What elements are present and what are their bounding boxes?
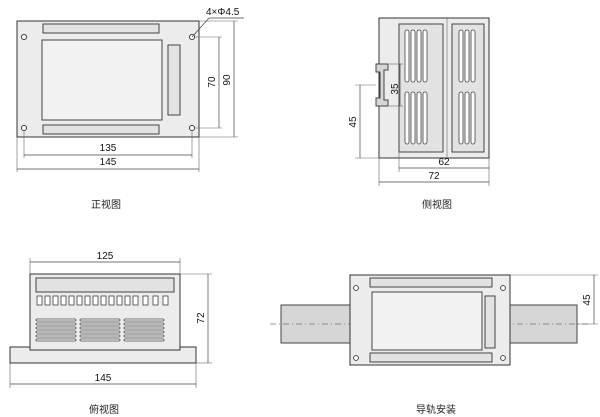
terminal [142,295,149,306]
vent-slot [79,338,121,342]
terminal [124,295,131,306]
din-rail-profile [375,63,389,107]
side-view-dim-35: 35 [390,83,401,95]
front-view-side-window [167,44,181,116]
front-view-dim-135: 135 [100,143,117,154]
vent-slot [458,29,464,83]
vent-slot [79,330,121,334]
front-view-dim-145: 145 [100,157,117,168]
vent-slot [410,29,416,83]
vent-slots [404,29,476,145]
vent-slot [123,334,165,338]
mounting-hole [20,33,28,41]
side-view: 35 45 62 72 [348,17,490,186]
side-view-dim-72: 72 [428,171,440,182]
mounting-hole [20,124,28,132]
vent-slot [123,330,165,334]
vent-slot [79,322,121,326]
vent-slot [416,29,422,83]
vent-slot [123,326,165,330]
caption-front-view: 正视图 [91,200,121,211]
top-view-dim-145: 145 [95,373,112,384]
vent-slot [464,29,470,83]
rail-view-top-band [369,277,493,288]
rail-view-bottom-band [369,352,493,363]
front-view-panel [41,39,163,121]
vent-slot [79,334,121,338]
terminal [68,295,75,306]
vent-slot [123,322,165,326]
terminal [60,295,67,306]
vent-slots [35,318,165,342]
vent-slot [123,338,165,342]
vent-slot [35,326,77,330]
vent-slot [464,91,470,145]
vent-slot [422,29,428,83]
vent-slot [123,318,165,322]
terminal-block [36,295,169,306]
front-view-top-band [42,23,160,34]
side-view-dim-62: 62 [438,157,450,168]
front-view-bottom-band [42,124,160,135]
terminal [152,295,159,306]
hole-note: 4×Φ4.5 [206,7,240,18]
vent-slot [416,91,422,145]
terminal [108,295,115,306]
mounting-hole [188,124,196,132]
mounting-hole [353,355,359,361]
terminal [100,295,107,306]
caption-rail-mount-view: 导轨安装 [416,405,456,416]
caption-side-view: 侧视图 [422,200,452,211]
front-view-dim-90: 90 [222,74,233,86]
vent-slot [458,91,464,145]
top-view-upper-band [35,277,175,293]
vent-slot [79,326,121,330]
vent-slot [470,29,476,83]
terminal [52,295,59,306]
vent-slot [35,330,77,334]
terminal [92,295,99,306]
terminal [162,295,169,306]
vent-slot [404,91,410,145]
terminal [84,295,91,306]
vent-slot [35,322,77,326]
front-view-dim-70: 70 [207,76,218,88]
mounting-hole [353,285,359,291]
rail-view-side-window [484,295,496,349]
terminal [36,295,43,306]
vent-slot [35,334,77,338]
vent-slot [410,91,416,145]
vent-slot [79,318,121,322]
vent-slot [422,91,428,145]
side-view-dim-45: 45 [348,116,359,128]
front-view: 135 145 70 90 4×Φ4.5 [16,7,244,172]
mounting-hole [500,355,506,361]
top-view-dim-72: 72 [196,312,207,324]
mounting-hole [500,285,506,291]
terminal [132,295,139,306]
rail-view-panel [371,291,483,351]
vent-slot [35,318,77,322]
hole-leader-line [191,17,210,38]
vent-slot [35,338,77,342]
rail-view-dim-45: 45 [582,294,593,306]
top-view: 125 145 72 [9,251,212,388]
caption-top-view: 俯视图 [89,405,119,416]
rail-mount-view: 45 [270,274,598,366]
terminal [44,295,51,306]
terminal [76,295,83,306]
vent-slot [404,29,410,83]
terminal [116,295,123,306]
top-view-dim-125: 125 [97,251,114,262]
vent-slot [470,91,476,145]
